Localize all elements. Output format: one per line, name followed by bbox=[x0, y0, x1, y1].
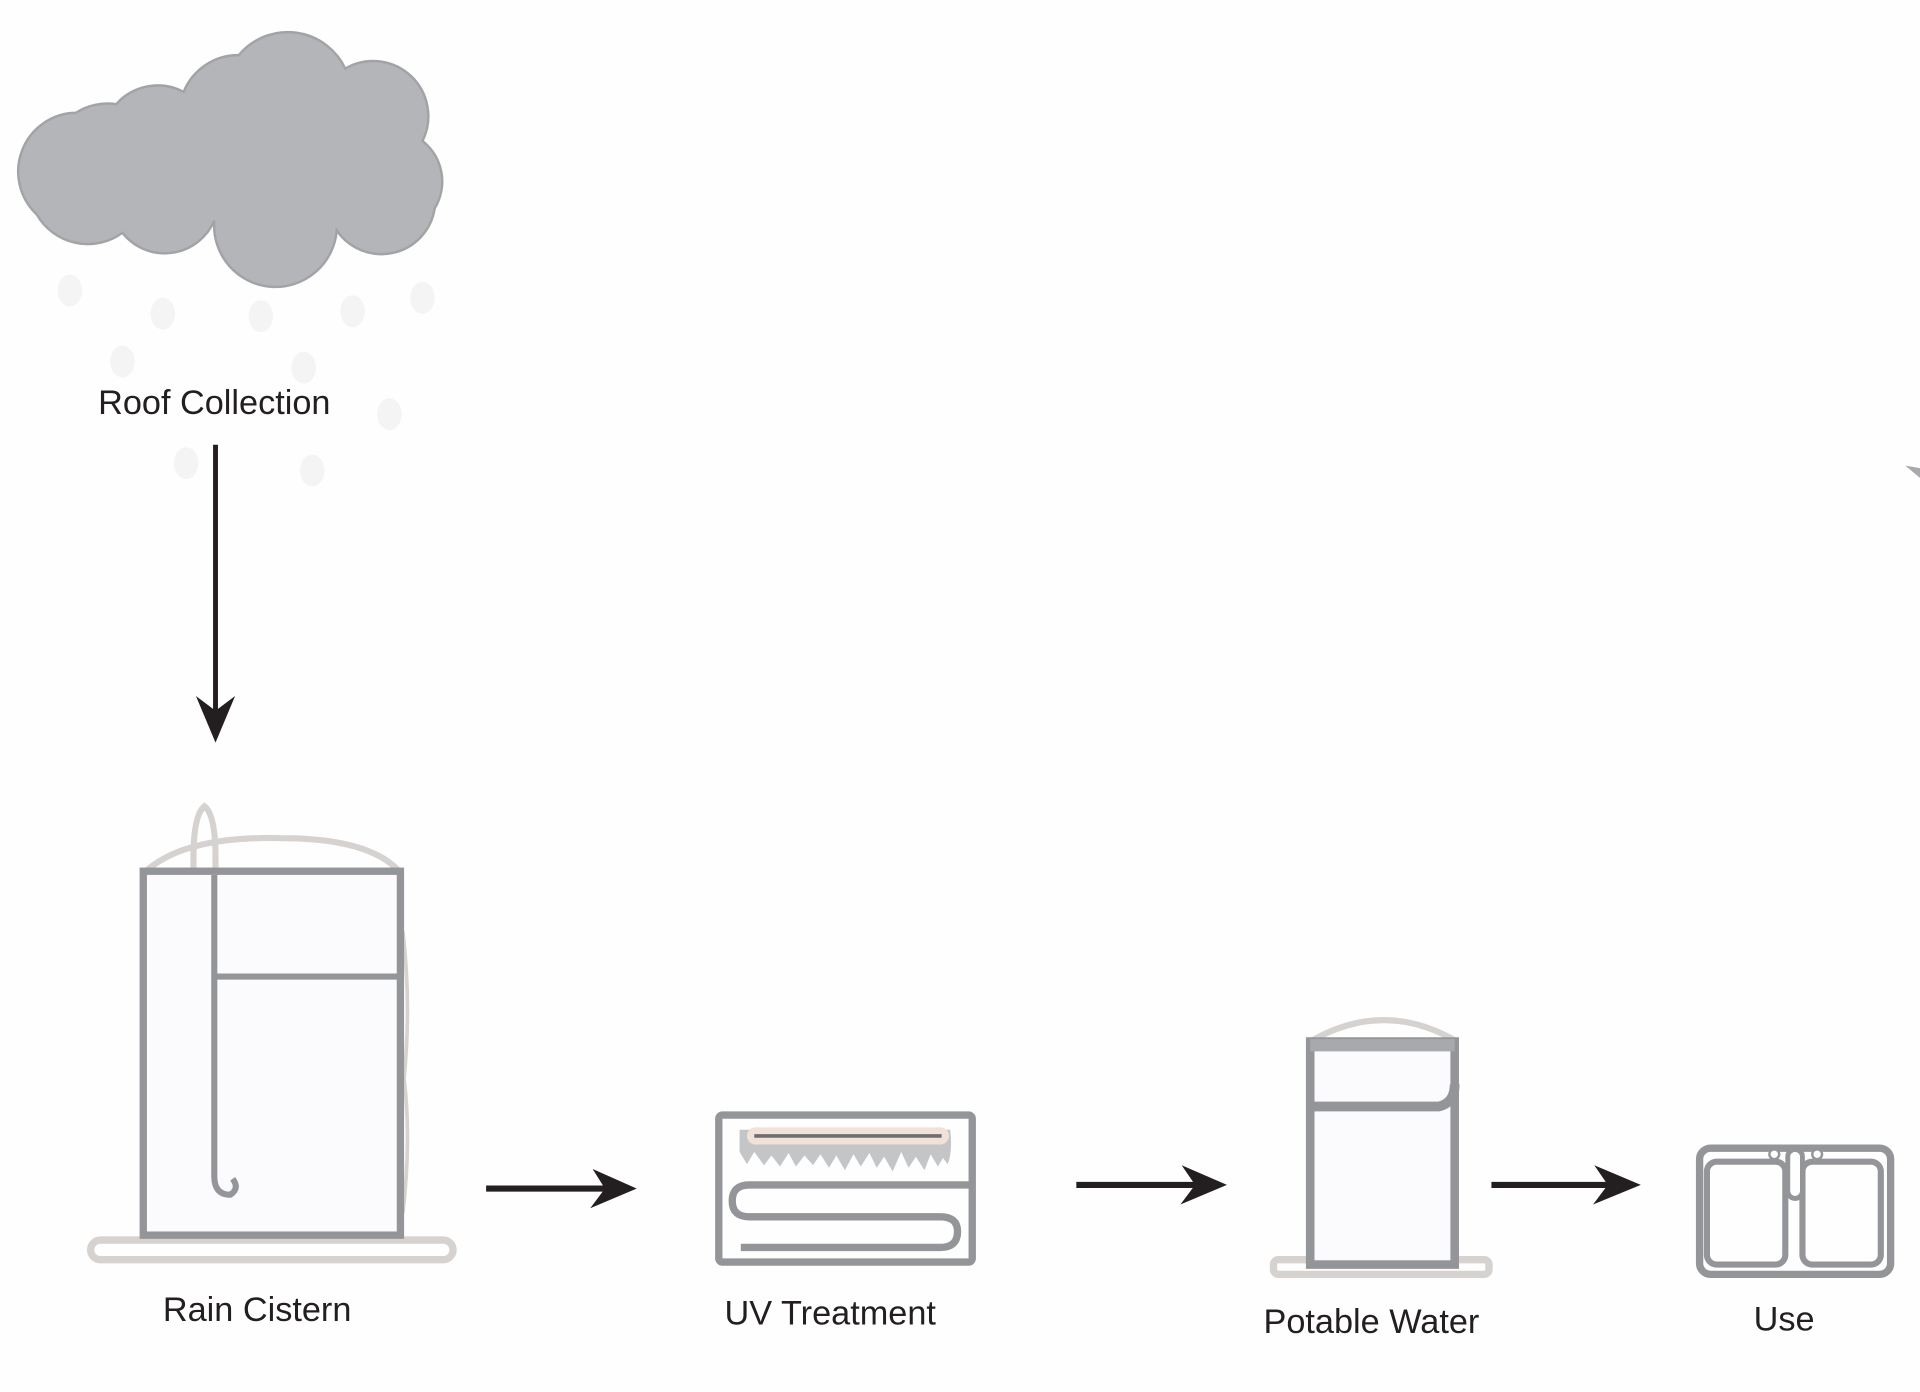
cistern-roof bbox=[142, 834, 401, 875]
edge-fragment bbox=[1905, 465, 1920, 478]
cistern-vent bbox=[190, 802, 219, 969]
tank-body bbox=[1305, 1037, 1459, 1269]
raindrop bbox=[410, 281, 435, 314]
raindrop bbox=[291, 351, 316, 384]
arrow-head bbox=[1180, 1165, 1227, 1205]
label-roof-collection: Roof Collection bbox=[98, 384, 330, 422]
raindrop bbox=[300, 454, 325, 487]
raindrop bbox=[57, 274, 83, 307]
label-use: Use bbox=[1754, 1301, 1815, 1339]
cistern-base bbox=[86, 1236, 457, 1264]
label-potable-water: Potable Water bbox=[1263, 1303, 1479, 1341]
label-rain-cistern: Rain Cistern bbox=[163, 1291, 352, 1329]
cloud-shape bbox=[17, 30, 444, 289]
raindrop bbox=[377, 398, 402, 431]
sink-basin-right bbox=[1799, 1158, 1884, 1268]
arrow-roof-to-cistern bbox=[195, 444, 236, 743]
uv-lamp-icon bbox=[715, 1111, 976, 1266]
cistern-side-hose bbox=[401, 931, 410, 1214]
rain-cloud-icon bbox=[17, 30, 444, 487]
arrow-head bbox=[590, 1168, 637, 1209]
raindrop bbox=[173, 447, 199, 480]
arrow-cistern-to-uv bbox=[486, 1168, 637, 1209]
arrow-head bbox=[195, 696, 236, 743]
sink-faucet bbox=[1785, 1146, 1805, 1201]
double-sink-icon bbox=[1695, 1144, 1895, 1279]
raindrop bbox=[150, 297, 176, 330]
label-uv-treatment: UV Treatment bbox=[724, 1295, 936, 1333]
cistern-body bbox=[139, 867, 405, 1239]
arrow-head bbox=[1593, 1165, 1641, 1205]
arrow-uv-to-potable bbox=[1076, 1165, 1227, 1205]
tank-fill-line bbox=[1310, 1084, 1460, 1112]
tank-dome bbox=[1308, 1017, 1459, 1045]
raindrop bbox=[340, 295, 365, 328]
sink-tap-left bbox=[1768, 1148, 1781, 1161]
sink-basin-left bbox=[1703, 1158, 1789, 1268]
sink-tap-right bbox=[1811, 1148, 1824, 1161]
water-tank-icon bbox=[1269, 1017, 1493, 1279]
cistern-tank-icon bbox=[86, 802, 457, 1264]
raindrop bbox=[110, 345, 135, 378]
raindrop bbox=[248, 300, 274, 333]
raindrops bbox=[57, 274, 435, 487]
uv-serpentine-pipe bbox=[728, 1181, 973, 1252]
cistern-intake-pipe bbox=[211, 874, 239, 1198]
arrow-potable-to-use bbox=[1491, 1165, 1641, 1205]
